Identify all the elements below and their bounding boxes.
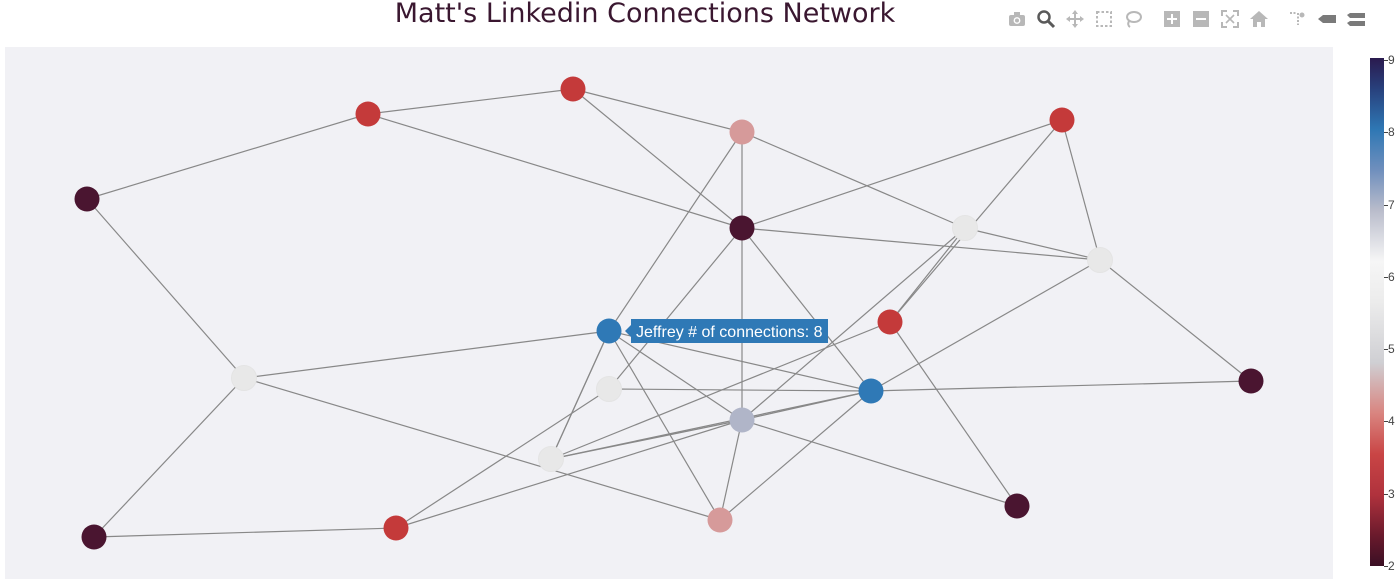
node-n12[interactable] (858, 378, 884, 404)
edge (741, 119, 1063, 229)
nodes-layer (74, 76, 1264, 550)
node-n0[interactable] (560, 76, 586, 102)
node-n11[interactable] (596, 376, 622, 402)
edge (93, 377, 245, 538)
edge (1099, 259, 1252, 382)
edge (608, 388, 872, 392)
edge (870, 259, 1101, 392)
edge (741, 131, 966, 229)
edge (608, 131, 743, 332)
node-n6[interactable] (952, 215, 978, 241)
camera-icon[interactable] (1006, 8, 1028, 30)
modebar (1006, 6, 1374, 32)
node-n9[interactable] (877, 309, 903, 335)
pan-icon[interactable] (1064, 8, 1086, 30)
zoom-icon[interactable] (1035, 8, 1057, 30)
zoom-in-icon[interactable] (1161, 8, 1183, 30)
colorbar-tick-mark (1384, 566, 1388, 567)
edge (1061, 119, 1101, 261)
colorbar-tick-label: 2 (1388, 559, 1395, 573)
edge (93, 527, 397, 538)
hover-text: Jeffrey # of connections: 8 (636, 324, 823, 341)
node-n1[interactable] (355, 101, 381, 127)
edge (608, 227, 743, 390)
edge (550, 330, 610, 460)
node-n13[interactable] (1238, 368, 1264, 394)
node-n18[interactable] (383, 515, 409, 541)
node-n14[interactable] (729, 407, 755, 433)
edge (608, 330, 743, 421)
zoom-out-icon[interactable] (1190, 8, 1212, 30)
colorbar-tick-mark (1384, 204, 1388, 206)
hover-closest-icon[interactable] (1316, 8, 1338, 30)
edge (964, 227, 1101, 261)
hover-compare-icon[interactable] (1345, 8, 1367, 30)
colorbar-tick-label: 9 (1388, 53, 1395, 67)
edge (367, 113, 743, 229)
node-n3[interactable] (1049, 107, 1075, 133)
edge (550, 321, 891, 460)
colorbar-tick-label: 4 (1388, 414, 1395, 429)
edge (367, 88, 574, 115)
colorbar-tick-mark (1384, 60, 1388, 61)
colorbar-tick-label: 7 (1388, 197, 1395, 212)
edge (243, 377, 721, 521)
edge (572, 88, 743, 229)
edge (741, 227, 966, 421)
node-n10[interactable] (231, 365, 257, 391)
edge (889, 119, 1063, 323)
node-n8[interactable] (596, 318, 622, 344)
hover-layer: Jeffrey # of connections: 8 (625, 319, 828, 343)
edge (550, 390, 872, 460)
edge (741, 227, 1101, 261)
node-n4[interactable] (74, 186, 100, 212)
hover-pointer (625, 325, 631, 337)
node-n17[interactable] (81, 524, 107, 550)
colorbar-tick-mark (1384, 421, 1388, 423)
edge (719, 419, 743, 521)
colorbar (1370, 58, 1384, 566)
edge (395, 419, 743, 529)
colorbar-tick-label: 8 (1388, 125, 1395, 140)
chart-title: Matt's Linkedin Connections Network (394, 0, 896, 29)
edge (870, 380, 1252, 392)
autoscale-icon[interactable] (1219, 8, 1241, 30)
edge (572, 88, 743, 133)
node-n2[interactable] (729, 119, 755, 145)
edge (608, 330, 721, 521)
box-select-icon[interactable] (1093, 8, 1115, 30)
plot-area[interactable] (5, 47, 1333, 579)
node-n7[interactable] (1087, 247, 1113, 273)
colorbar-tick-label: 5 (1388, 342, 1395, 357)
colorbar-tick-mark (1384, 493, 1388, 495)
colorbar-tick-label: 6 (1388, 269, 1395, 284)
edge (741, 227, 872, 392)
lasso-icon[interactable] (1122, 8, 1144, 30)
node-n19[interactable] (707, 507, 733, 533)
colorbar-tick-mark (1384, 132, 1388, 134)
node-n16[interactable] (1004, 493, 1030, 519)
spike-lines-icon[interactable] (1287, 8, 1309, 30)
edge (86, 113, 369, 200)
edge (243, 330, 610, 379)
edges-layer (86, 88, 1252, 538)
colorbar-tick-mark (1384, 276, 1388, 278)
edge (86, 198, 245, 379)
colorbar-tick-label: 3 (1388, 486, 1395, 501)
node-n5[interactable] (729, 215, 755, 241)
edge (741, 419, 1018, 507)
edge (889, 227, 966, 323)
colorbar-tick-mark (1384, 349, 1388, 351)
reset-axes-icon[interactable] (1248, 8, 1270, 30)
edge (889, 321, 1018, 507)
edge (719, 390, 872, 521)
hover-box (631, 319, 828, 343)
node-n15[interactable] (538, 446, 564, 472)
edge (395, 388, 610, 529)
